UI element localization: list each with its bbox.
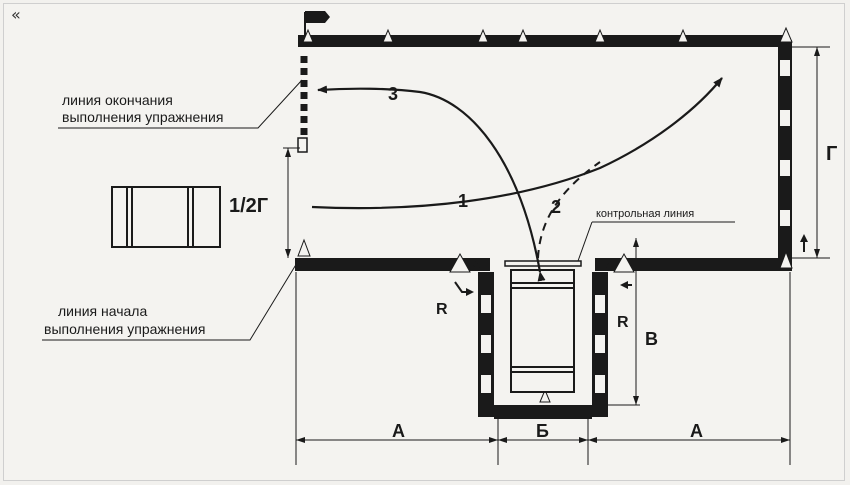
bottom-boundary-right (595, 258, 792, 271)
path-1-label: 1 (458, 191, 468, 211)
dim-v-label: В (645, 329, 658, 349)
end-line-label-1: линия окончания (62, 92, 173, 108)
right-boundary (778, 40, 792, 262)
end-line-label-2: выполнения упражнения (62, 109, 223, 125)
parked-car-icon (510, 269, 575, 393)
path-2-label: 2 (551, 197, 561, 217)
start-line-label-2: выполнения упражнения (44, 321, 205, 337)
half-g-label: 1/2Г (229, 195, 268, 217)
trajectory-2 (537, 161, 601, 259)
dim-g-label: Г (826, 143, 837, 165)
parking-bay (467, 260, 619, 419)
back-link[interactable]: « (11, 5, 21, 24)
dim-a-left-label: А (392, 421, 405, 441)
flag-icon (304, 11, 330, 35)
dimension-ticks (285, 47, 820, 443)
radius-arrow-left (454, 281, 474, 296)
start-line-marker (297, 137, 308, 153)
dim-a-right-label: А (690, 421, 703, 441)
path-3-label: 3 (388, 84, 398, 104)
dim-b-label: Б (536, 421, 549, 441)
dimension-lines (283, 46, 830, 465)
top-boundary (298, 35, 788, 47)
start-line-label-1: линия начала (58, 303, 147, 319)
radius-right-label: R (617, 314, 629, 331)
leader-lines (42, 79, 303, 341)
control-line-label: контрольная линия (596, 208, 694, 220)
trajectory-3 (317, 85, 546, 282)
radius-left-label: R (436, 301, 448, 318)
car-icon (111, 186, 221, 248)
